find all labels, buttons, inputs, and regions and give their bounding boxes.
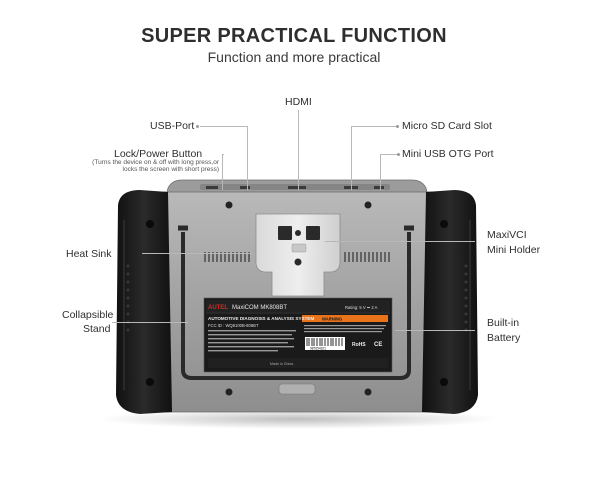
callout-battery-line2: Battery — [487, 332, 521, 344]
callout-collapsible-line1: Collapsible — [62, 309, 114, 321]
micro-sd-leader-v — [351, 126, 352, 190]
collapsible-leader — [112, 322, 188, 323]
page-title: SUPER PRACTICAL FUNCTION — [141, 25, 447, 47]
hdmi-leader — [298, 110, 299, 190]
sticker-brand: AUTEL — [208, 305, 228, 311]
callout-maxivci-line1: MaxiVCI — [487, 229, 527, 241]
callout-lock-power-note-1: (Turns the device on & off with long pre… — [92, 159, 219, 166]
callout-mini-usb-otg: Mini USB OTG Port — [402, 148, 494, 160]
sticker-system: AUTOMOTIVE DIAGNOSIS & ANALYSIS SYSTEM — [208, 316, 314, 321]
sticker-rohs: RoHS — [352, 342, 366, 348]
sticker-rating: Rating: 5 V ⎓ 2 A — [345, 305, 378, 310]
lock-power-leader-v — [222, 154, 223, 190]
page-subtitle: Function and more practical — [207, 49, 381, 65]
heat-sink-leader — [142, 253, 252, 254]
sticker-model: MaxiCOM MK808BT — [232, 305, 287, 311]
callout-battery-line1: Built-in — [487, 317, 520, 329]
sticker-made-in: Made in China — [270, 362, 293, 366]
mini-usb-dot — [397, 153, 400, 156]
usb-port-leader-h — [200, 126, 247, 127]
battery-leader — [395, 330, 475, 331]
maxivci-leader — [325, 241, 475, 242]
usb-port-dot — [196, 125, 199, 128]
sticker-warning: WARNING — [322, 317, 342, 322]
micro-sd-leader-h — [351, 126, 397, 127]
callout-collapsible-line2: Stand — [83, 323, 111, 335]
lock-power-leader-h — [222, 154, 224, 155]
sticker-fcc: FCC ID : WQ8100B-808BT — [208, 323, 259, 328]
sticker-ce: CE — [374, 342, 382, 348]
callout-micro-sd: Micro SD Card Slot — [402, 120, 492, 132]
usb-port-leader-v — [247, 126, 248, 190]
callout-lock-power-note-2: locks the screen with short press) — [122, 166, 219, 173]
callout-hdmi: HDMI — [285, 96, 312, 108]
mini-usb-leader-v — [380, 154, 381, 190]
callout-usb-port: USB-Port — [150, 120, 195, 132]
callout-heat-sink: Heat Sink — [66, 248, 112, 260]
callout-lock-power: Lock/Power Button — [114, 148, 203, 160]
callout-maxivci-line2: Mini Holder — [487, 244, 541, 256]
micro-sd-dot — [396, 125, 399, 128]
sticker-serial: 987654321 — [310, 346, 326, 350]
mini-usb-leader-h — [380, 154, 398, 155]
